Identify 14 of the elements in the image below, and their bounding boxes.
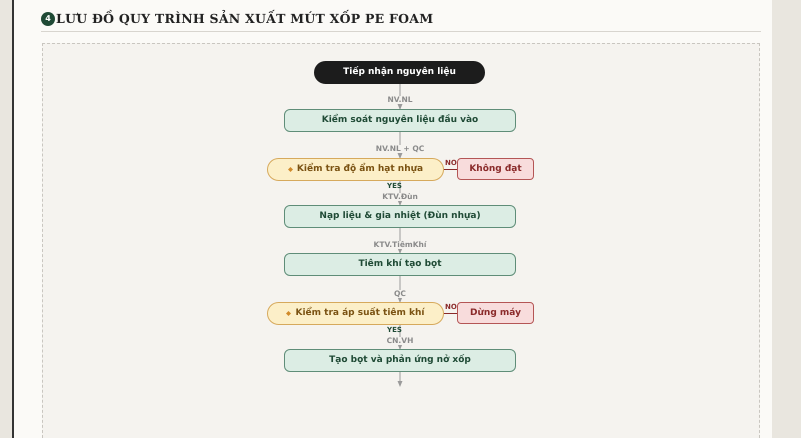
process-box: Nạp liệu & gia nhiệt (Đùn nhựa) — [284, 205, 516, 228]
process-box: Kiểm soát nguyên liệu đầu vào — [284, 109, 516, 132]
arrow — [398, 372, 402, 387]
connector-line — [444, 313, 458, 314]
stop-box: Không đạt — [457, 158, 534, 180]
diagram-title: LƯU ĐỒ QUY TRÌNH SẢN XUẤT MÚT XỐP PE FOAM — [56, 10, 434, 28]
process-box: Tiêm khí tạo bọt — [284, 253, 516, 276]
process-box: Tạo bọt và phản ứng nở xốp — [284, 349, 516, 372]
stop-box: Dừng máy — [457, 302, 534, 324]
decision-pill: Kiểm tra áp suất tiêm khí — [267, 302, 444, 325]
start-terminal: Tiếp nhận nguyên liệu — [314, 61, 485, 84]
connector-line — [444, 169, 458, 170]
arrow — [398, 276, 402, 303]
decision-pill: Kiểm tra độ ẩm hạt nhựa — [267, 158, 444, 181]
